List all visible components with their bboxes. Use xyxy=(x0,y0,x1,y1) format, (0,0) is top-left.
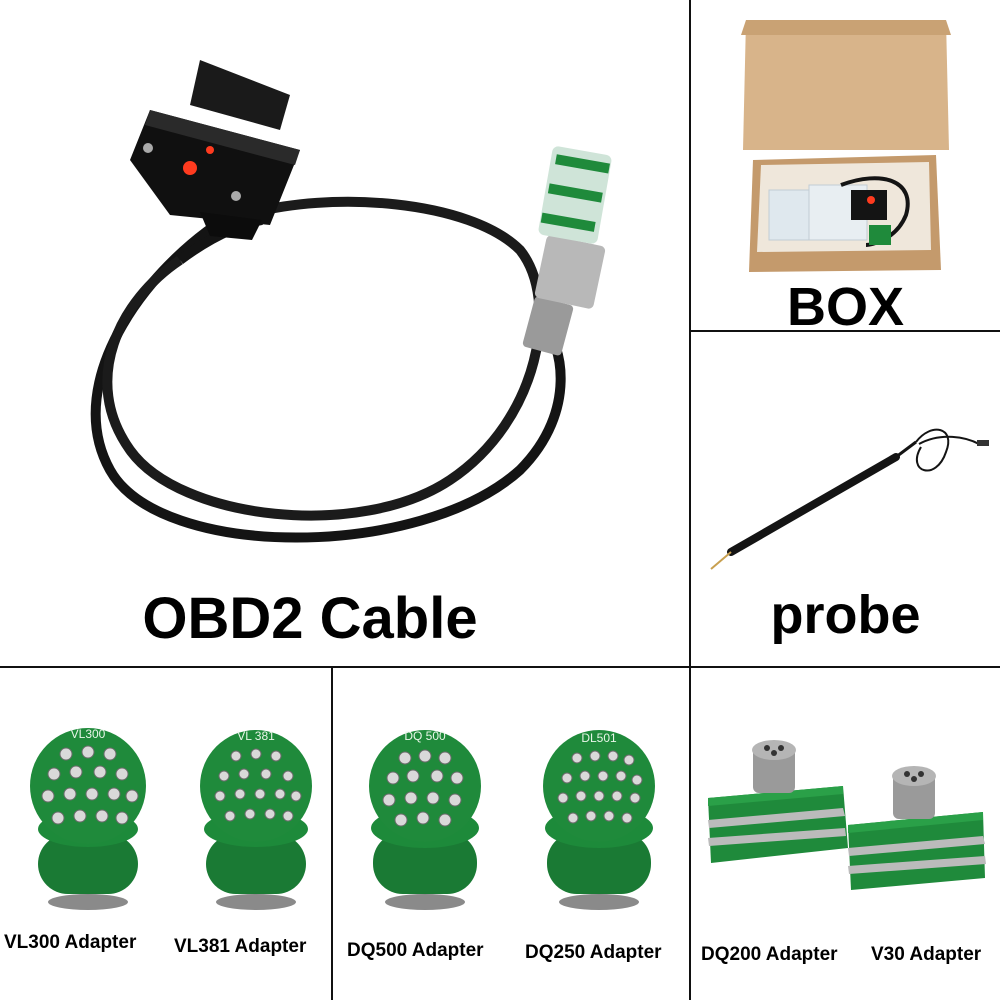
obd2-cable-photo xyxy=(90,60,612,543)
adapter-panel-dq: DQ 500 DL501 DQ500 Adapter DQ250 Adapter xyxy=(333,668,689,1000)
divider-vertical-top xyxy=(689,0,691,668)
divider-horizontal-middle xyxy=(0,666,1000,668)
adapter-panel-vl: VL300 VL 381 VL300 Adapter VL381 Adapter xyxy=(0,668,331,1000)
obd-connector xyxy=(130,60,300,240)
adapter-panel-dq200-v30: DQ200 Adapter V30 Adapter xyxy=(691,668,1000,1000)
dq250-adapter-photo: DL501 xyxy=(543,730,655,910)
obd2-cable-panel: OBD2 Cable xyxy=(0,0,689,666)
box-panel: BOX xyxy=(691,0,1000,337)
probe-label: probe xyxy=(770,585,921,645)
divider-vertical-bottom-2 xyxy=(689,666,691,1000)
v30-adapter-photo xyxy=(848,766,986,890)
vl381-board-text: VL 381 xyxy=(237,729,275,743)
probe-photo xyxy=(710,428,989,570)
box-photo xyxy=(741,20,951,272)
vl300-adapter-photo: VL300 xyxy=(30,727,146,910)
vl300-board-text: VL300 xyxy=(71,727,106,741)
dq500-adapter-photo: DQ 500 xyxy=(369,729,481,910)
probe-panel: probe xyxy=(691,332,1000,666)
dq200-adapter-photo xyxy=(708,740,848,863)
dq200-adapter-label: DQ200 Adapter xyxy=(701,944,838,965)
divider-vertical-bottom-1 xyxy=(331,666,333,1000)
round-connector xyxy=(522,146,612,356)
box-label: BOX xyxy=(786,277,905,337)
vl300-adapter-label: VL300 Adapter xyxy=(4,932,137,953)
v30-adapter-label: V30 Adapter xyxy=(871,944,982,965)
obd2-cable-label: OBD2 Cable xyxy=(142,586,478,651)
vl381-adapter-label: VL381 Adapter xyxy=(174,936,307,957)
dq250-board-text: DL501 xyxy=(581,731,617,745)
dq500-board-text: DQ 500 xyxy=(404,729,446,743)
vl381-adapter-photo: VL 381 xyxy=(200,729,312,910)
dq500-adapter-label: DQ500 Adapter xyxy=(347,940,484,961)
divider-horizontal-right xyxy=(689,330,1000,332)
dq250-adapter-label: DQ250 Adapter xyxy=(525,942,662,963)
